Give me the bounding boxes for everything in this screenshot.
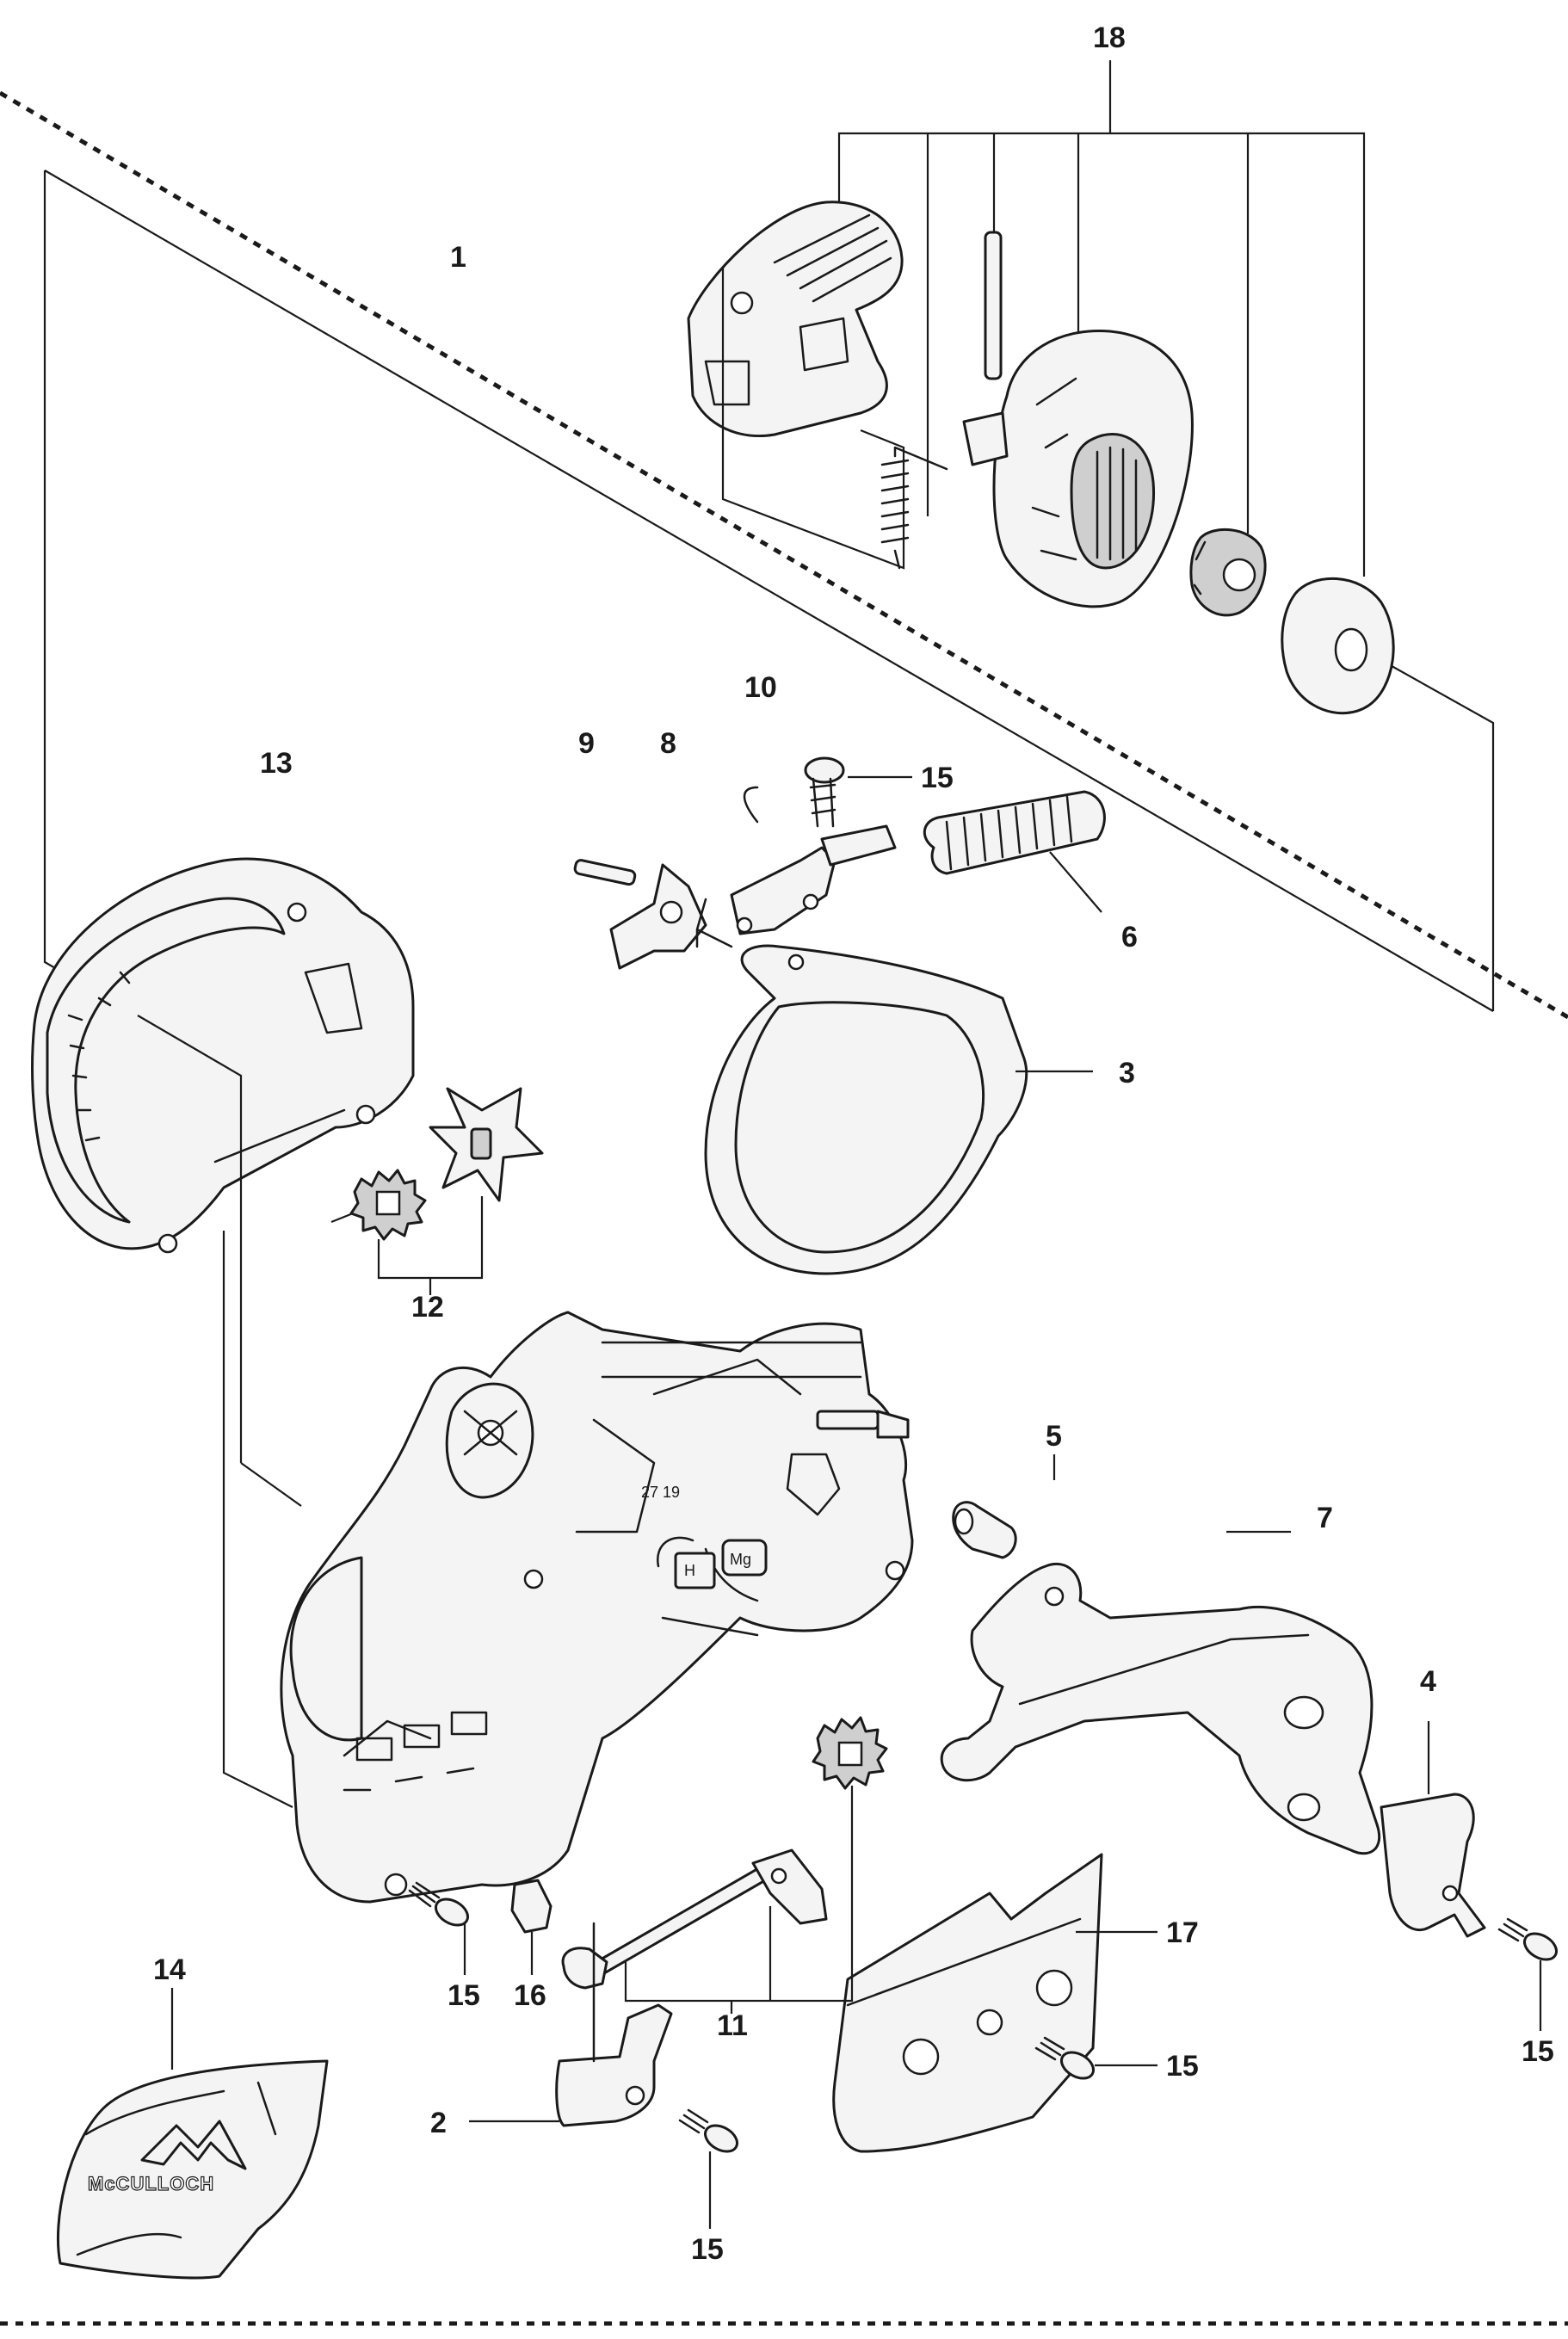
tensioner-nut <box>751 1848 828 1925</box>
tensioner-screw <box>561 1858 784 1990</box>
callout-15-bottom: 15 <box>691 2233 724 2266</box>
callout-8: 8 <box>660 727 676 760</box>
clutch-spring <box>880 446 948 570</box>
bar-stud-sleeve <box>952 1454 1056 1559</box>
screw-center <box>804 756 912 828</box>
retaining-clip <box>743 786 759 824</box>
mcculloch-decal: McCULLOCH <box>57 1988 329 2280</box>
callout-18: 18 <box>1093 22 1126 54</box>
callout-11: 11 <box>717 2009 748 2042</box>
callout-12: 12 <box>411 1291 444 1324</box>
callout-9: 9 <box>578 727 595 760</box>
chain-catcher <box>1380 1721 1486 1938</box>
chain-sprocket-star <box>429 1087 544 1202</box>
callout-6: 6 <box>1121 921 1138 953</box>
drive-gear <box>330 1169 427 1241</box>
washer <box>1281 577 1395 715</box>
bar-guide-pin <box>469 1922 673 2127</box>
chain-guard-cover <box>940 1530 1381 1855</box>
pin <box>984 231 1003 380</box>
tensioner-gear <box>812 1716 888 1790</box>
callout-7: 7 <box>1317 1502 1333 1534</box>
brake-lever <box>609 863 707 970</box>
callout-17: 17 <box>1166 1916 1199 1949</box>
callout-10: 10 <box>744 671 777 704</box>
callout-2: 2 <box>430 2107 447 2139</box>
brake-spring <box>923 790 1106 913</box>
assembly-boundary-1-right <box>1385 662 1495 1011</box>
brake-pin <box>573 859 637 886</box>
clutch-housing <box>31 857 415 1463</box>
crankcase-housing: 27 19 H Mg <box>222 1231 914 1904</box>
callout-15-side-plate: 15 <box>1166 2050 1199 2083</box>
adjuster-block <box>510 1879 553 1975</box>
leader-11-bracket <box>624 1786 854 2003</box>
callout-15-center: 15 <box>921 762 954 794</box>
callout-1: 1 <box>450 241 466 274</box>
callout-15-right: 15 <box>1522 2035 1554 2068</box>
brake-toggle-link <box>695 824 897 948</box>
assembly-boundary-1-top <box>44 170 1494 1012</box>
callout-16: 16 <box>514 1979 546 2012</box>
brake-band <box>704 944 1093 1275</box>
casting-mg-mark: Mg <box>730 1551 751 1568</box>
callout-3: 3 <box>1119 1057 1135 1089</box>
screw-side-plate <box>1034 2036 1157 2080</box>
callout-4: 4 <box>1420 1665 1436 1698</box>
callout-13: 13 <box>260 747 293 780</box>
casting-code-text: 27 19 <box>641 1484 680 1501</box>
screw-bottom <box>678 2108 738 2229</box>
sprocket-cover-drum <box>962 329 1194 608</box>
screw-right <box>1497 1917 1558 2031</box>
needle-bearing <box>1189 528 1267 617</box>
callout-14: 14 <box>153 1953 186 1986</box>
brake-handle-assembly <box>687 201 905 570</box>
callout-5: 5 <box>1046 1420 1062 1453</box>
decal-brand-text: McCULLOCH <box>88 2173 214 2194</box>
callout-15-left: 15 <box>448 1979 480 2012</box>
guide-side-plate <box>832 1853 1157 2153</box>
casting-h-mark: H <box>684 1562 695 1579</box>
assembly-boundary-1 <box>43 170 139 1016</box>
screw-left <box>408 1881 469 1975</box>
